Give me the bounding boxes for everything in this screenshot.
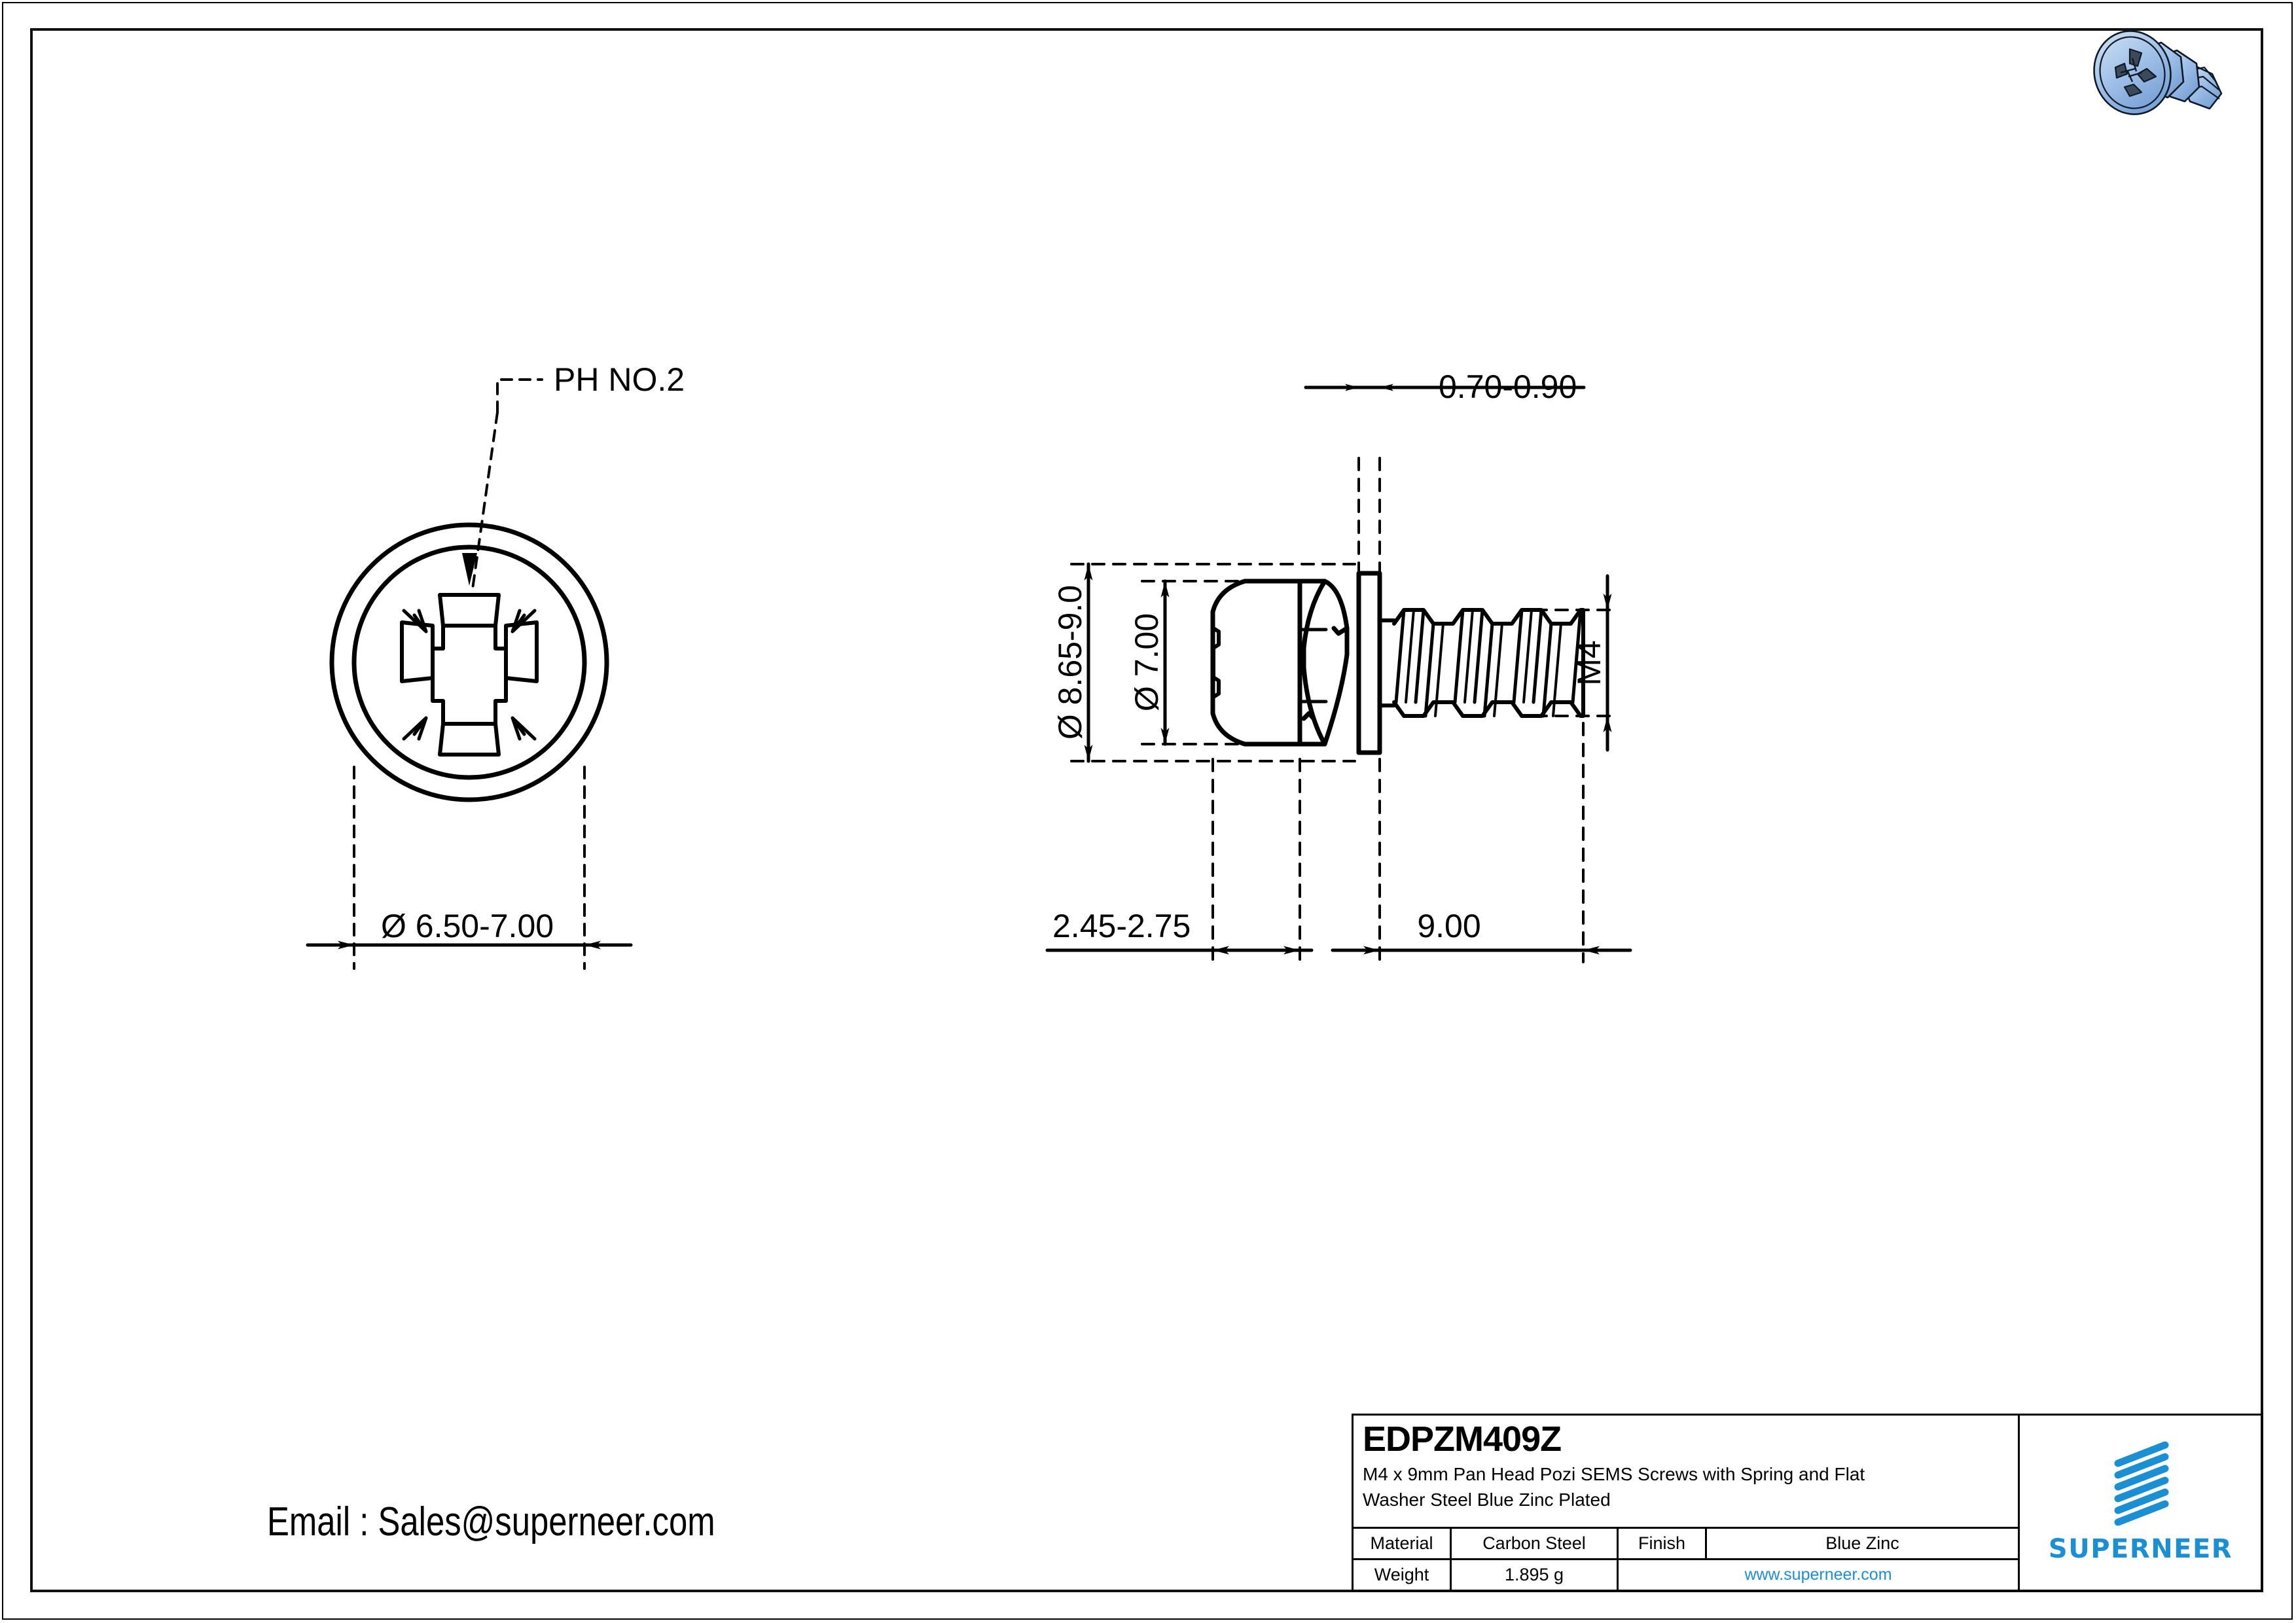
title-block: EDPZM409Z M4 x 9mm Pan Head Pozi SEMS Sc…: [1352, 1414, 2263, 1592]
side-elevation-view: [1045, 383, 1632, 963]
title-block-info: EDPZM409Z M4 x 9mm Pan Head Pozi SEMS Sc…: [1354, 1416, 2020, 1590]
drawing-frame: [30, 28, 2263, 1592]
dim-text-head-diameter: Ø 6.50-7.00: [381, 908, 554, 944]
pozidriv-recess: [400, 593, 539, 757]
spring-washer: [1297, 579, 1350, 747]
description-line-1: M4 x 9mm Pan Head Pozi SEMS Screws with …: [1363, 1463, 1865, 1484]
ph-no2-leader: [471, 378, 543, 590]
weight-value: 1.895 g: [1452, 1560, 1619, 1590]
website-link[interactable]: www.superneer.com: [1744, 1565, 1892, 1584]
description-line-2: Washer Steel Blue Zinc Plated: [1363, 1489, 1611, 1510]
leader-arrowhead: [462, 553, 477, 586]
spec-table: Material Carbon Steel Finish Blue Zinc W…: [1354, 1527, 2018, 1590]
brand-logo: SUPERNEER: [2020, 1416, 2261, 1590]
finish-value: Blue Zinc: [1825, 1533, 1899, 1553]
pan-head: [1210, 579, 1302, 747]
email-text: Email : Sales@superneer.com: [267, 1499, 715, 1544]
dim-text-thread-size: M4: [1571, 640, 1607, 685]
weight-label: Weight: [1354, 1560, 1452, 1590]
front-circular-view: [306, 378, 633, 970]
finish-label: Finish: [1619, 1529, 1707, 1558]
material-value: Carbon Steel: [1452, 1529, 1619, 1558]
part-description: M4 x 9mm Pan Head Pozi SEMS Screws with …: [1354, 1458, 2018, 1512]
table-row: Weight 1.895 g www.superneer.com: [1354, 1558, 2018, 1590]
dim-text-washer-thickness: 0.70-0.90: [1439, 368, 1577, 405]
extension-lines-front: [353, 766, 586, 970]
superneer-mark-icon: [2114, 1441, 2168, 1526]
table-row: Material Carbon Steel Finish Blue Zinc: [1354, 1529, 2018, 1558]
brand-wordmark: SUPERNEER: [2048, 1534, 2233, 1564]
threaded-shank: [1378, 608, 1585, 718]
dim-text-thread-length: 9.00: [1417, 908, 1480, 944]
dim-text-head-inner-diameter: Ø 7.00: [1128, 613, 1165, 711]
part-number: EDPZM409Z: [1363, 1419, 1562, 1459]
callout-ph-no2: PH NO.2: [554, 361, 685, 398]
screw-3d-render: [2093, 30, 2223, 115]
material-label: Material: [1354, 1529, 1452, 1558]
dim-text-head-height: 2.45-2.75: [1052, 908, 1191, 944]
flat-washer: [1356, 571, 1382, 755]
dim-text-head-outer-diameter: Ø 8.65-9.0: [1052, 585, 1088, 740]
